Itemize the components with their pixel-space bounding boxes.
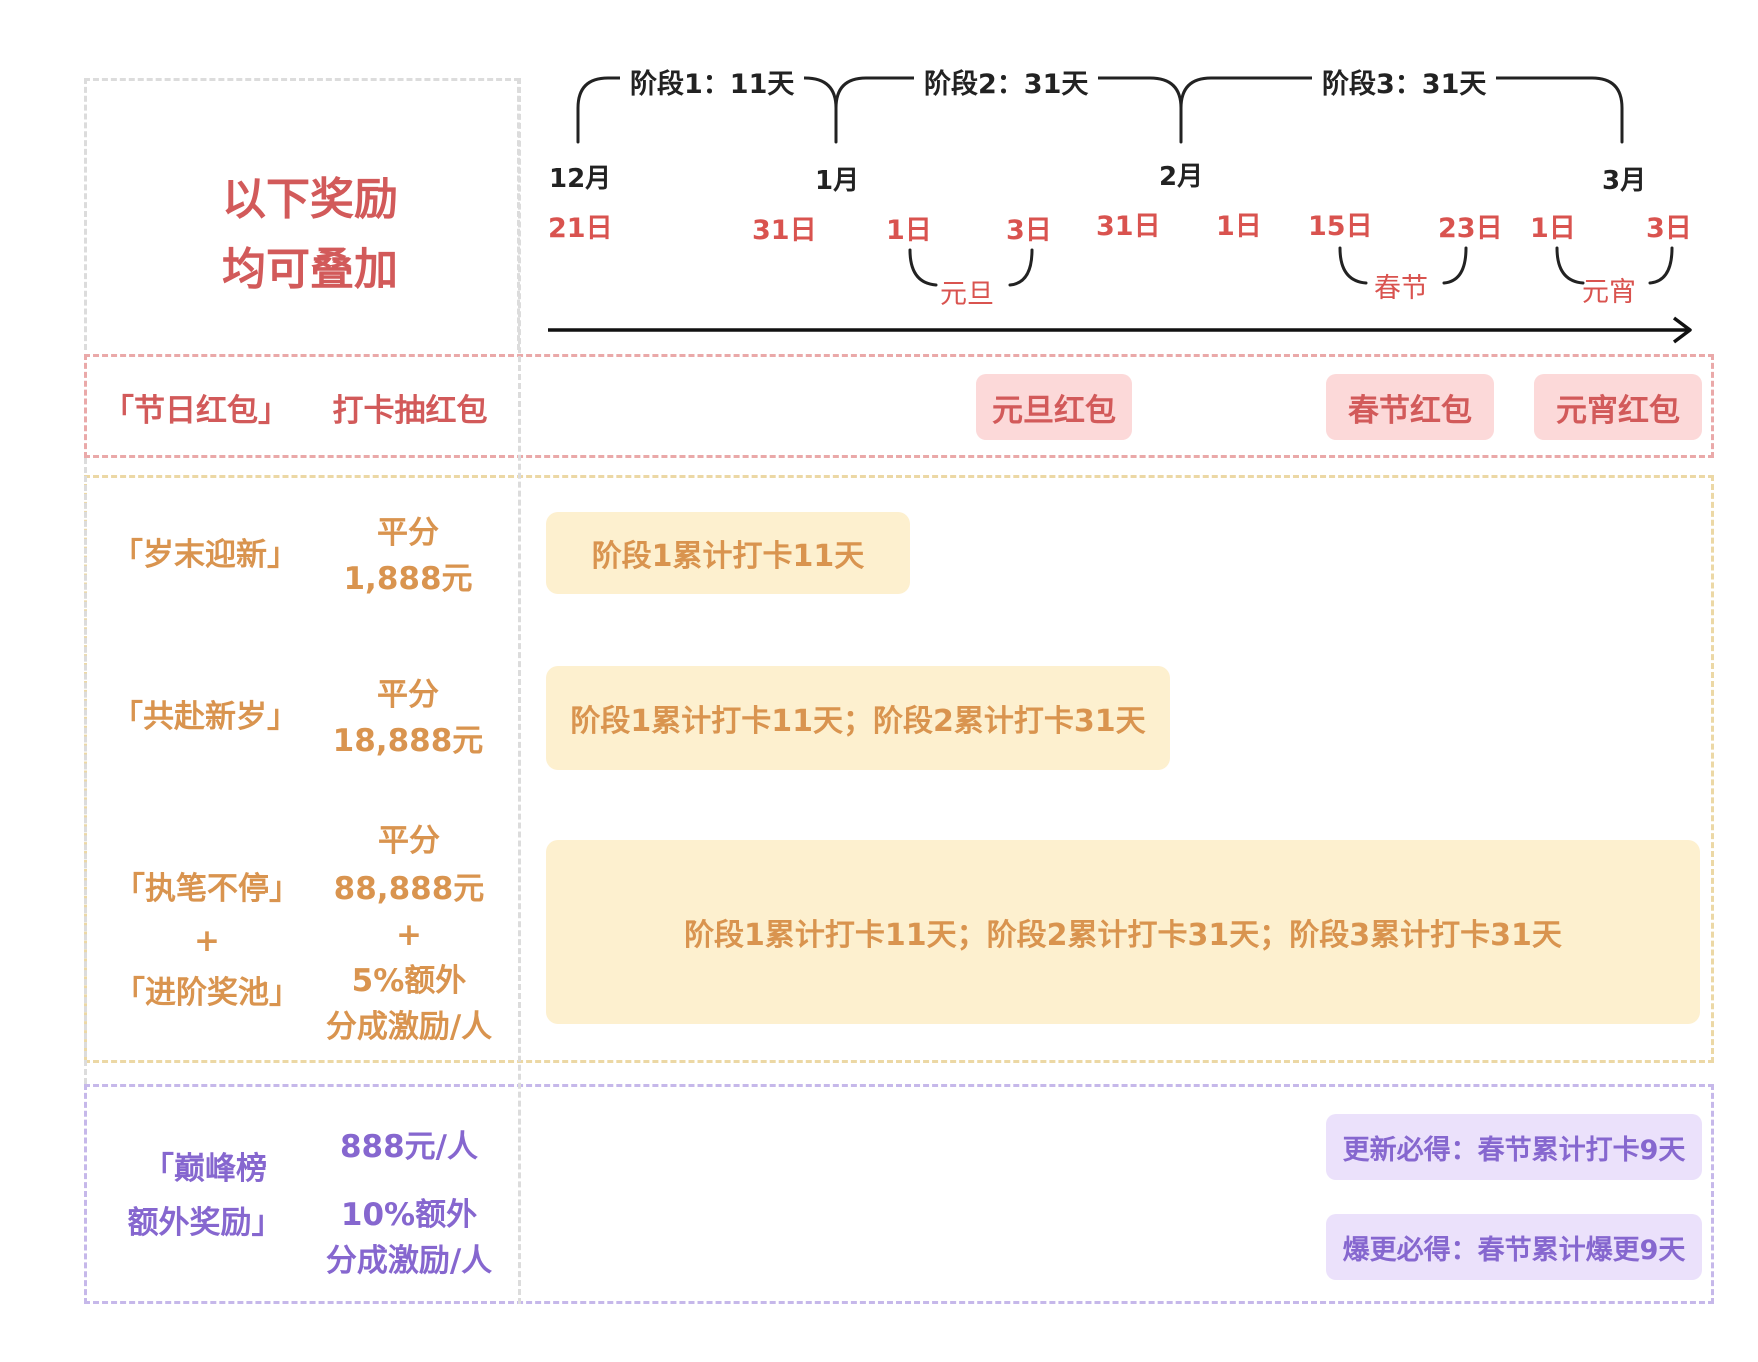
year-end-row-name: 「岁末迎新」 — [112, 537, 298, 573]
yuandan-brace — [908, 248, 1034, 287]
year-end-reward-line2: 1,888元 — [343, 561, 473, 597]
yuandan-hongbao-pill: 元旦红包 — [976, 374, 1132, 440]
nonstop-reward-line3: 5%额外 — [351, 963, 467, 999]
stage-label-1: 阶段1：11天 — [620, 62, 805, 101]
day-label: 3日 — [1006, 215, 1052, 246]
peak-reward-line1: 888元/人 — [339, 1129, 479, 1165]
day-label: 1日 — [1530, 213, 1576, 244]
day-label: 31日 — [1096, 211, 1161, 242]
timeline-svg — [548, 76, 1692, 344]
yuanxiao-brace — [1555, 246, 1674, 285]
month-label: 2月 — [1159, 162, 1204, 192]
day-label: 15日 — [1308, 211, 1373, 242]
festival-label: 春节 — [1374, 273, 1428, 304]
peak-name-line2: 额外奖励」 — [127, 1205, 283, 1241]
year-end-condition-bar: 阶段1累计打卡11天 — [546, 512, 910, 594]
new-year-condition-bar: 阶段1累计打卡11天；阶段2累计打卡31天 — [546, 666, 1170, 770]
day-label: 1日 — [1216, 211, 1262, 242]
timeline-arrow-head — [1672, 316, 1692, 344]
festival-label: 元旦 — [940, 279, 994, 310]
nonstop-reward-line4: 分成激励/人 — [325, 1009, 493, 1045]
burst-update-guarantee-pill: 爆更必得：春节累计爆更9天 — [1326, 1214, 1702, 1280]
holiday-row-name: 「节日红包」 — [103, 393, 289, 429]
month-label: 12月 — [549, 164, 612, 194]
holiday-section-box — [84, 354, 1714, 458]
nonstop-reward-plus: + — [396, 917, 422, 953]
new-year-reward-line1: 平分 — [377, 677, 439, 713]
nonstop-name-line2: 「进阶奖池」 — [114, 975, 300, 1011]
day-label: 21日 — [548, 213, 613, 244]
year-end-reward-line1: 平分 — [377, 515, 439, 551]
chunjie-hongbao-pill: 春节红包 — [1326, 374, 1494, 440]
nonstop-condition-bar: 阶段1累计打卡11天；阶段2累计打卡31天；阶段3累计打卡31天 — [546, 840, 1700, 1024]
peak-section-box — [84, 1084, 1714, 1304]
page-title-line1: 以下奖励 — [222, 174, 398, 225]
stage2-bracket — [834, 76, 1183, 144]
yuanxiao-hongbao-pill: 元宵红包 — [1534, 374, 1702, 440]
nonstop-name-line1: 「执笔不停」 — [114, 871, 300, 907]
update-guarantee-pill: 更新必得：春节累计打卡9天 — [1326, 1114, 1702, 1180]
left-edge-divider — [84, 458, 87, 1084]
day-label: 1日 — [886, 215, 932, 246]
month-label: 3月 — [1602, 166, 1647, 196]
chunjie-brace — [1338, 246, 1468, 285]
new-year-reward-line2: 18,888元 — [332, 723, 484, 759]
festival-label: 元宵 — [1582, 277, 1636, 308]
stage-label-3: 阶段3：31天 — [1312, 62, 1497, 101]
holiday-row-reward: 打卡抽红包 — [332, 393, 488, 429]
month-label: 1月 — [815, 166, 860, 196]
new-year-row-name: 「共赴新岁」 — [112, 699, 298, 735]
nonstop-reward-line1: 平分 — [378, 823, 440, 859]
day-label: 3日 — [1646, 213, 1692, 244]
day-label: 31日 — [752, 215, 817, 246]
peak-reward-line2: 10%额外 — [340, 1197, 478, 1233]
nonstop-reward-line2: 88,888元 — [333, 871, 485, 907]
column-divider — [518, 78, 521, 1304]
stage-label-2: 阶段2：31天 — [914, 62, 1099, 101]
day-label: 23日 — [1438, 213, 1503, 244]
peak-reward-line3: 分成激励/人 — [325, 1243, 493, 1279]
stage3-bracket — [1179, 76, 1624, 144]
peak-name-line1: 「巅峰榜 — [143, 1151, 267, 1187]
page-title-line2: 均可叠加 — [222, 244, 398, 295]
nonstop-name-plus: + — [194, 923, 220, 959]
